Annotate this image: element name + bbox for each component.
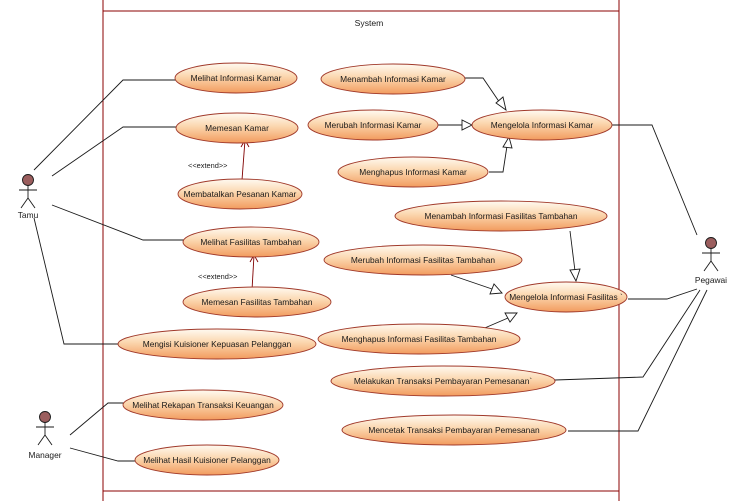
use-case-menghapus-informasi-kamar[interactable]: Menghapus Informasi Kamar <box>337 156 489 188</box>
use-case-menambah-informasi-fasilitas-tambahan[interactable]: Menambah Informasi Fasilitas Tambahan <box>394 200 608 232</box>
assoc-tamu-uc6 <box>33 217 120 345</box>
use-case-melihat-fasilitas-tambahan[interactable]: Melihat Fasilitas Tambahan <box>182 226 320 258</box>
assoc-manager-uc8 <box>69 447 136 462</box>
svg-text:Membatalkan Pesanan Kamar: Membatalkan Pesanan Kamar <box>184 189 297 199</box>
svg-text:Menghapus Informasi Kamar: Menghapus Informasi Kamar <box>359 167 467 177</box>
assoc-tamu-uc4 <box>51 204 184 241</box>
rel-uc14-uc15 <box>450 274 493 290</box>
svg-text:Melihat Fasilitas Tambahan: Melihat Fasilitas Tambahan <box>200 237 302 247</box>
svg-text:Melihat Informasi Kamar: Melihat Informasi Kamar <box>191 73 282 83</box>
svg-text:Menghapus Informasi Fasilitas: Menghapus Informasi Fasilitas Tambahan <box>342 334 497 344</box>
use-case-melihat-hasil-kuisioner-pelanggan[interactable]: Melihat Hasil Kuisioner Pelanggan <box>134 444 280 476</box>
actor-tamu[interactable]: Tamu <box>18 174 39 221</box>
system-title: System <box>355 18 384 28</box>
system-boundary: System <box>102 0 620 501</box>
svg-text:Merubah Informasi Kamar: Merubah Informasi Kamar <box>325 120 422 130</box>
svg-text:Melakukan Transaksi Pembayaran: Melakukan Transaksi Pembayaran Pemesanan… <box>354 376 533 386</box>
rel-uc13-uc15 <box>569 230 576 272</box>
svg-text:Melihat Hasil Kuisioner Pelang: Melihat Hasil Kuisioner Pelanggan <box>143 455 271 465</box>
use-case-menambah-informasi-kamar[interactable]: Menambah Informasi Kamar <box>320 63 466 95</box>
actor-label: Manager <box>28 450 61 460</box>
svg-text:Mengisi Kuisioner Kepuasan Pel: Mengisi Kuisioner Kepuasan Pelanggan <box>143 339 292 349</box>
use-case-melihat-rekapan-transaksi-keuangan[interactable]: Melihat Rekapan Transaksi Keuangan <box>122 389 284 421</box>
extend-uc3-uc2 <box>241 139 246 181</box>
rel-uc11-uc12 <box>489 145 508 173</box>
svg-text:Mengelola Informasi Fasilitas: Mengelola Informasi Fasilitas ` <box>509 292 623 302</box>
use-case-merubah-informasi-kamar[interactable]: Merubah Informasi Kamar <box>307 109 439 141</box>
use-case-merubah-informasi-fasilitas-tambahan[interactable]: Merubah Informasi Fasilitas Tambahan <box>323 244 523 276</box>
use-case-menghapus-informasi-fasilitas-tambahan[interactable]: Menghapus Informasi Fasilitas Tambahan <box>317 323 521 355</box>
rel-uc9-uc12 <box>464 77 501 104</box>
svg-text:Memesan Kamar: Memesan Kamar <box>205 123 269 133</box>
use-case-mengelola-informasi-kamar[interactable]: Mengelola Informasi Kamar <box>471 109 613 141</box>
associations <box>33 79 708 462</box>
use-cases: Melihat Informasi Kamar Memesan Kamar Me… <box>117 62 628 476</box>
assoc-tamu-uc2 <box>51 126 177 177</box>
svg-text:Mengelola Informasi Kamar: Mengelola Informasi Kamar <box>491 120 594 130</box>
assoc-pegawai-uc18 <box>568 289 708 432</box>
svg-text:Mencetak Transaksi Pembayaran: Mencetak Transaksi Pembayaran Pemesanan <box>368 425 540 435</box>
extend-label-2: <<extend>> <box>198 272 237 281</box>
use-case-melakukan-transaksi-pembayaran-pemesanan[interactable]: Melakukan Transaksi Pembayaran Pemesanan… <box>330 365 556 397</box>
svg-text:Merubah Informasi Fasilitas Ta: Merubah Informasi Fasilitas Tambahan <box>351 255 495 265</box>
use-case-mencetak-transaksi-pembayaran-pemesanan[interactable]: Mencetak Transaksi Pembayaran Pemesanan <box>341 414 567 446</box>
assoc-pegawai-uc15 <box>628 288 698 300</box>
actor-label: Tamu <box>18 210 39 220</box>
use-case-memesan-fasilitas-tambahan[interactable]: Memesan Fasilitas Tambahan <box>182 286 332 318</box>
assoc-manager-uc7 <box>69 402 124 436</box>
actor-pegawai[interactable]: Pegawai <box>695 237 727 286</box>
svg-text:Melihat Rekapan Transaksi Keua: Melihat Rekapan Transaksi Keuangan <box>132 400 274 410</box>
svg-text:Menambah Informasi Fasilitas T: Menambah Informasi Fasilitas Tambahan <box>425 211 578 221</box>
actor-label: Pegawai <box>695 275 727 285</box>
use-case-melihat-informasi-kamar[interactable]: Melihat Informasi Kamar <box>174 62 298 94</box>
extend-label-1: <<extend>> <box>188 161 227 170</box>
use-case-mengelola-informasi-fasilitas[interactable]: Mengelola Informasi Fasilitas ` <box>504 281 628 313</box>
assoc-pegawai-uc17 <box>554 289 701 381</box>
use-case-mengisi-kuisioner-kepuasan-pelanggan[interactable]: Mengisi Kuisioner Kepuasan Pelanggan <box>117 328 317 360</box>
svg-text:Memesan Fasilitas Tambahan: Memesan Fasilitas Tambahan <box>201 297 312 307</box>
svg-text:Menambah Informasi Kamar: Menambah Informasi Kamar <box>340 74 446 84</box>
assoc-pegawai-uc12 <box>612 124 698 236</box>
stick-figure-icon <box>36 411 54 446</box>
use-case-memesan-kamar[interactable]: Memesan Kamar <box>175 112 299 144</box>
assoc-tamu-uc1 <box>33 79 177 171</box>
extend-relations: <<extend>> <<extend>> <box>188 139 259 291</box>
actor-manager[interactable]: Manager <box>28 411 62 461</box>
stick-figure-icon <box>19 174 37 209</box>
stick-figure-icon <box>702 237 720 272</box>
use-case-membatalkan-pesanan-kamar[interactable]: Membatalkan Pesanan Kamar <box>177 178 303 210</box>
extend-uc5-uc4 <box>251 254 255 291</box>
